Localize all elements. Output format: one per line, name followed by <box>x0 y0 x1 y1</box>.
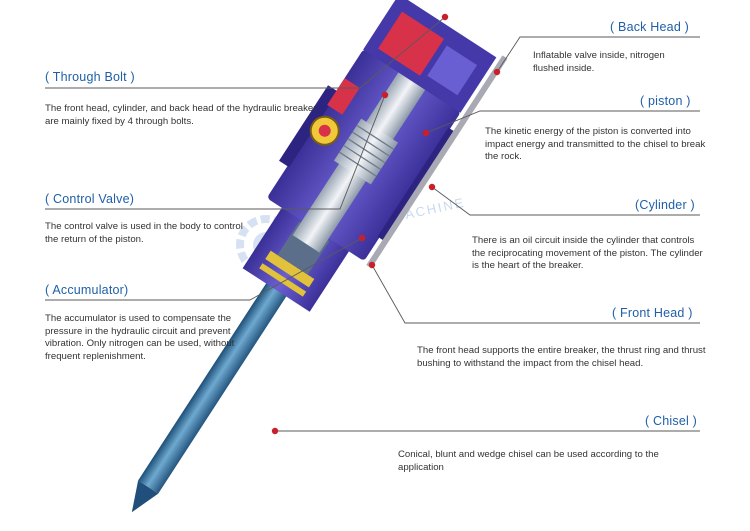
breaker-assembly <box>131 0 508 513</box>
leader-cylinder <box>431 186 700 216</box>
accumulator-label: ( Accumulator) <box>45 283 129 297</box>
leader-accumulator <box>45 237 363 301</box>
leader-piston <box>425 110 700 134</box>
chisel-label: ( Chisel ) <box>645 414 698 428</box>
through-bolt-description: The front head, cylinder, and back head … <box>45 103 317 127</box>
chisel-description: Conical, blunt and wedge chisel can be u… <box>398 449 659 473</box>
through-bolt-label: ( Through Bolt ) <box>45 70 135 84</box>
accumulator-description: The accumulator is used to compensate th… <box>45 313 235 362</box>
back-head <box>363 0 497 113</box>
control-valve-label: ( Control Valve) <box>45 192 135 206</box>
piston-label: ( piston ) <box>640 94 691 108</box>
front-head-label: ( Front Head ) <box>612 306 693 320</box>
leader-front-head <box>371 264 700 324</box>
piston-description: The kinetic energy of the piston is conv… <box>485 126 706 163</box>
leader-lines <box>45 13 700 435</box>
piston <box>292 54 437 253</box>
cylinder-description: There is an oil circuit inside the cylin… <box>472 235 703 272</box>
chisel <box>131 275 292 513</box>
leader-back-head <box>496 36 700 73</box>
through-bolt <box>366 55 508 269</box>
control-valve-description: The control valve is used in the body to… <box>45 221 243 245</box>
front-head-description: The front head supports the entire break… <box>417 345 706 369</box>
back-head-label: ( Back Head ) <box>610 20 690 34</box>
leader-control-valve <box>45 94 386 210</box>
back-head-description: Inflatable valve inside, nitrogen flushe… <box>533 50 665 74</box>
cylinder-label: (Cylinder ) <box>635 198 695 212</box>
leader-through-bolt <box>45 16 446 89</box>
